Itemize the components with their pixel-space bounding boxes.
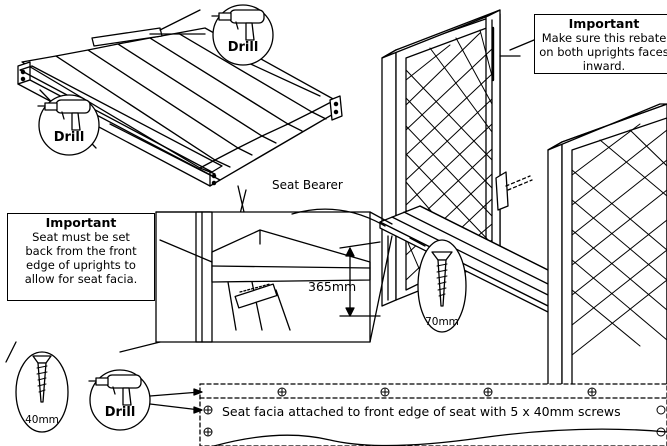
drill-label-left: Drill: [53, 130, 85, 145]
drill-label-top: Drill: [227, 40, 259, 55]
drill-icon-left: [37, 94, 100, 156]
screw-40mm-callout: [15, 351, 69, 433]
note-seat-line-4: allow for seat facia.: [24, 272, 138, 286]
height-label: 365mm: [308, 279, 357, 294]
trellis-panel-right: [547, 103, 667, 446]
seat-facia-note: Seat facia attached to front edge of sea…: [222, 404, 621, 419]
seat-facia: [5, 341, 667, 446]
back-bearer: [91, 27, 163, 47]
screw-40mm-label: 40mm: [25, 414, 59, 426]
detail-inset: [155, 208, 393, 343]
note-rebate-line-3: inward.: [582, 59, 626, 73]
note-seat-heading: Important: [45, 215, 117, 230]
note-rebate-heading: Important: [568, 16, 640, 31]
seat-slats: [21, 27, 336, 175]
drill-label-bottom: Drill: [104, 405, 136, 420]
important-note-rebate: Important Make sure this rebate on both …: [534, 14, 667, 74]
drill-icon-bottom: [88, 369, 151, 431]
important-note-seat: Important Seat must be set back from the…: [7, 213, 155, 301]
note-seat-line-3: edge of uprights to: [26, 258, 136, 272]
note-rebate-line-1: Make sure this rebate: [541, 31, 667, 45]
seat-bearer-label: Seat Bearer: [272, 178, 343, 192]
drill-icon-top: [211, 4, 274, 66]
note-rebate-line-2: on both uprights faces: [539, 45, 667, 59]
note-seat-line-2: back from the front: [25, 244, 137, 258]
screw-70mm-callout: [409, 237, 467, 333]
screw-70mm-label: 70mm: [425, 316, 459, 328]
height-dimension: [339, 241, 381, 317]
right-bearer: [209, 95, 343, 187]
note-seat-line-1: Seat must be set: [32, 230, 130, 244]
